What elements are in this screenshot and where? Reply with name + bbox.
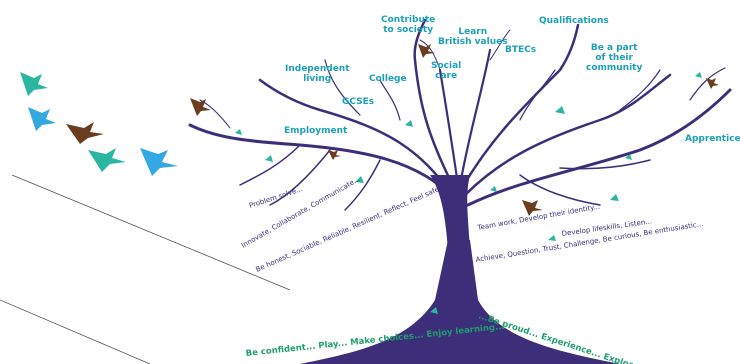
trunk-base xyxy=(300,240,620,364)
phrase-problem-solve: Problem solve... xyxy=(248,185,304,210)
label-btecs: BTECs xyxy=(505,45,537,55)
bird-icon xyxy=(418,44,435,58)
birds xyxy=(20,44,719,216)
label-apprenticeships: Apprenticeshi xyxy=(685,134,740,144)
bird-icon xyxy=(28,107,56,131)
branches xyxy=(188,18,732,211)
bird-icon xyxy=(88,148,126,172)
bird-icon xyxy=(66,122,104,144)
label-college: College xyxy=(369,74,407,84)
bird-icon xyxy=(190,98,211,116)
label-employment: Employment xyxy=(284,126,348,136)
trunk xyxy=(430,175,470,250)
leaves xyxy=(235,72,702,314)
label-gcses: GCSEs xyxy=(342,97,375,107)
bird-icon xyxy=(20,72,48,96)
divider-line-lower xyxy=(0,299,151,364)
divider-line-upper xyxy=(11,174,291,291)
bird-icon xyxy=(140,148,178,176)
bird-icon xyxy=(328,150,341,160)
bird-icon xyxy=(706,78,719,89)
bird-icon xyxy=(522,200,543,216)
label-qualifications: Qualifications xyxy=(539,16,609,26)
